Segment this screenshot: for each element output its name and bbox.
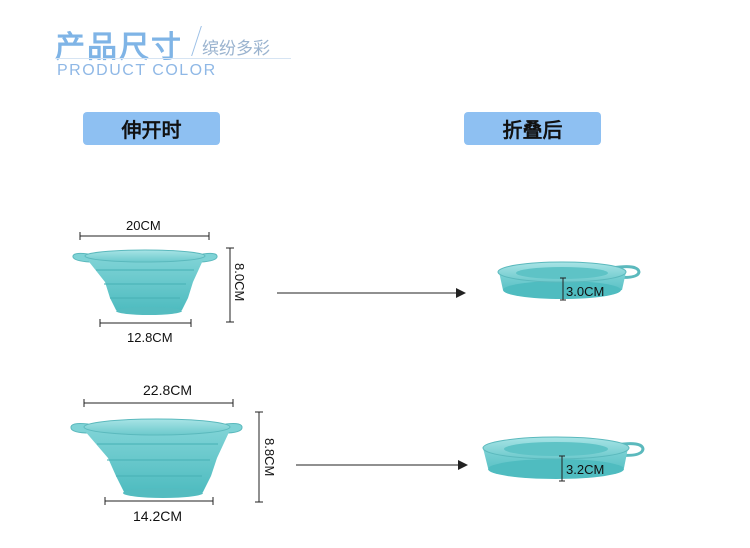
folded-label: 折叠后 [464,112,601,145]
small-bowl-dimension-lines [79,232,234,327]
title-underline [55,58,291,59]
arrow-icon [277,288,466,298]
small-folded-height: 3.0CM [566,284,605,299]
large-folded-height: 3.2CM [566,462,605,477]
arrow-icon [296,460,468,470]
small-top-width: 20CM [126,218,161,233]
small-bowl-folded [497,261,641,299]
page-subtitle: 缤纷多彩 [202,39,270,59]
large-bowl-dimension-lines [83,399,263,505]
page-title-english: PRODUCT COLOR [57,62,217,79]
page-title: 产品尺寸 [55,30,183,65]
large-bottom-width: 14.2CM [133,508,183,524]
small-bowl-expanded [72,249,218,315]
large-bowl-folded [482,436,645,479]
small-height: 8.0CM [232,263,247,302]
large-top-width: 22.8CM [143,382,193,398]
small-bottom-width: 12.8CM [127,330,173,345]
large-folded-dimension-line [559,455,565,482]
large-bowl-expanded [70,418,243,498]
large-height: 8.8CM [262,438,277,477]
small-folded-dimension-line [560,277,566,301]
expanded-label: 伸开时 [83,112,220,145]
